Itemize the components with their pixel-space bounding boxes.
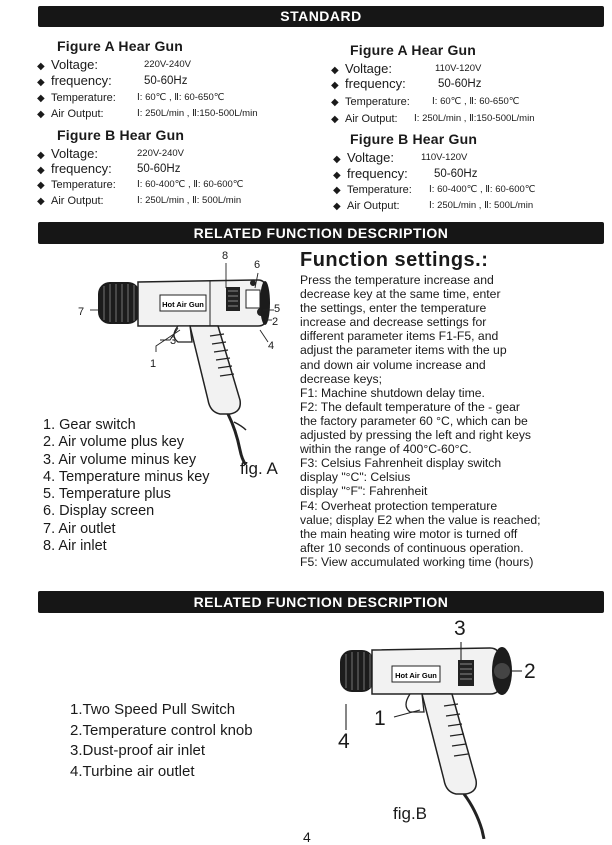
bullet-icon: ◆ bbox=[37, 109, 45, 120]
spec-left-figB-title: Figure B Hear Gun bbox=[57, 127, 185, 143]
spec-right-figB-temperature: ◆Temperature: Ⅰ: 60-400℃ , Ⅱ: 60-600℃ bbox=[333, 184, 536, 196]
spec-right-figA-temperature: ◆Temperature: Ⅰ: 60℃ , Ⅱ: 60-650℃ bbox=[331, 96, 520, 108]
spec-right-figA-air: ◆Air Output: Ⅰ: 250L/min , Ⅱ:150-500L/mi… bbox=[331, 113, 535, 125]
function-settings-text: Press the temperature increase and decre… bbox=[300, 273, 600, 569]
text-line: decrease key at the same time, enter bbox=[300, 287, 501, 302]
list-item: 4. Temperature minus key bbox=[43, 468, 210, 485]
text-line: F2: The default temperature of the - gea… bbox=[300, 399, 520, 414]
spec-right-figA-frequency: ◆frequency: 50-60Hz bbox=[331, 76, 482, 92]
spec-left-figB-air: ◆Air Output: Ⅰ: 250L/min , Ⅱ: 500L/min bbox=[37, 195, 242, 207]
spec-left-figA-temperature: ◆Temperature: Ⅰ: 60℃ , Ⅱ: 60-650℃ bbox=[37, 92, 225, 104]
function-description-header-1: RELATED FUNCTION DESCRIPTION bbox=[38, 222, 604, 244]
list-item: 2.Temperature control knob bbox=[70, 721, 253, 739]
list-item: 5. Temperature plus bbox=[43, 486, 171, 503]
callout-a-6: 6 bbox=[254, 259, 261, 271]
spec-left-figB-voltage: ◆Voltage: 220V-240V bbox=[37, 146, 185, 162]
spec-left-figA-frequency: ◆frequency: 50-60Hz bbox=[37, 73, 188, 89]
callout-a-2: 2 bbox=[272, 316, 279, 328]
spec-right-figB-voltage: ◆Voltage: 110V-120V bbox=[333, 150, 468, 166]
text-line: decrease keys; bbox=[300, 371, 382, 386]
bullet-icon: ◆ bbox=[333, 185, 341, 196]
text-line: the settings, enter the temperature bbox=[300, 301, 487, 316]
callout-b-2: 2 bbox=[524, 660, 536, 683]
spec-right-figA-title: Figure A Hear Gun bbox=[350, 42, 477, 58]
list-item: 6. Display screen bbox=[43, 503, 155, 520]
heat-gun-figure-a: Hot Air Gun bbox=[90, 263, 274, 465]
text-line: adjust the parameter items with the up bbox=[300, 343, 507, 358]
text-line: display "°C": Celsius bbox=[300, 470, 411, 485]
text-line: the main heating wire motor is turned of… bbox=[300, 526, 518, 541]
bullet-icon: ◆ bbox=[37, 180, 45, 191]
fig-b-parts-list: 1.Two Speed Pull Switch 2.Temperature co… bbox=[70, 700, 253, 782]
text-line: adjusted by pressing the left and right … bbox=[300, 428, 532, 443]
text-line: and down air volume increase and bbox=[300, 357, 486, 372]
bullet-icon: ◆ bbox=[331, 97, 339, 108]
text-line: F1: Machine shutdown delay time. bbox=[300, 385, 485, 400]
bullet-icon: ◆ bbox=[37, 93, 45, 104]
callout-a-4: 4 bbox=[268, 340, 275, 352]
bullet-icon: ◆ bbox=[37, 61, 45, 72]
spec-right-figA-voltage: ◆Voltage: 110V-120V bbox=[331, 61, 482, 77]
bullet-icon: ◆ bbox=[331, 80, 339, 91]
text-line: Press the temperature increase and bbox=[300, 273, 494, 287]
callout-a-1: 1 bbox=[150, 358, 157, 370]
text-line: the factory parameter 60 °C, which can b… bbox=[300, 413, 528, 428]
list-item: 1.Two Speed Pull Switch bbox=[70, 701, 236, 718]
bullet-icon: ◆ bbox=[333, 170, 341, 181]
fig-a-label: fig. A bbox=[240, 459, 278, 478]
callout-b-3: 3 bbox=[454, 617, 466, 640]
list-item: 2. Air volume plus key bbox=[43, 434, 185, 451]
spec-left-figB-frequency: ◆frequency: 50-60Hz bbox=[37, 161, 181, 177]
callout-b-4: 4 bbox=[338, 730, 350, 753]
text-line: increase and decrease settings for bbox=[300, 315, 487, 330]
gun-label-a: Hot Air Gun bbox=[162, 300, 204, 309]
bullet-icon: ◆ bbox=[37, 196, 45, 207]
callout-a-8: 8 bbox=[222, 250, 229, 262]
list-item: 3. Air volume minus key bbox=[43, 451, 197, 468]
bullet-icon: ◆ bbox=[37, 165, 45, 176]
text-line: within the range of 400°C-60°C. bbox=[300, 442, 472, 457]
fig-a-parts-list: 1. Gear switch 2. Air volume plus key 3.… bbox=[43, 417, 210, 555]
text-line: F3: Celsius Fahrenheit display switch bbox=[300, 456, 502, 471]
callout-a-3: 3 bbox=[170, 335, 177, 347]
bullet-icon: ◆ bbox=[331, 65, 339, 76]
spec-left-figA-air: ◆Air Output: Ⅰ: 250L/min , Ⅱ:150-500L/mi… bbox=[37, 108, 258, 120]
bullet-icon: ◆ bbox=[333, 154, 341, 165]
spec-left-figA-voltage: ◆Voltage: 220V-240V bbox=[37, 57, 192, 73]
spec-right-figB-title: Figure B Hear Gun bbox=[350, 131, 478, 147]
dust-proof-air-inlet bbox=[340, 650, 374, 692]
text-line: display "°F": Fahrenheit bbox=[300, 484, 428, 499]
function-description-header-2: RELATED FUNCTION DESCRIPTION bbox=[38, 591, 604, 613]
callout-a-5: 5 bbox=[274, 303, 281, 315]
function-settings-title: Function settings.: bbox=[300, 249, 489, 271]
callout-a-7: 7 bbox=[78, 306, 85, 318]
spec-left-figB-temperature: ◆Temperature: Ⅰ: 60-400℃ , Ⅱ: 60-600℃ bbox=[37, 179, 244, 191]
text-line: different parameter items F1-F5, and bbox=[300, 329, 499, 344]
spec-right-figB-frequency: ◆frequency: 50-60Hz bbox=[333, 166, 478, 182]
list-item: 3.Dust-proof air inlet bbox=[70, 742, 206, 759]
spec-left-figA-title: Figure A Hear Gun bbox=[57, 38, 184, 54]
bullet-icon: ◆ bbox=[37, 77, 45, 88]
list-item: 7. Air outlet bbox=[43, 520, 116, 537]
callout-b-1: 1 bbox=[374, 707, 386, 730]
air-inlet-grille bbox=[98, 282, 140, 324]
bullet-icon: ◆ bbox=[333, 201, 341, 212]
fig-b-label: fig.B bbox=[393, 804, 428, 823]
page-number: 4 bbox=[303, 829, 311, 845]
list-item: 8. Air inlet bbox=[43, 538, 107, 555]
text-line: F5: View accumulated working time (hours… bbox=[300, 554, 534, 569]
gun-label-b: Hot Air Gun bbox=[395, 671, 437, 680]
standard-header: STANDARD bbox=[38, 6, 604, 27]
spec-right-figB-air: ◆Air Output: Ⅰ: 250L/min , Ⅱ: 500L/min bbox=[333, 200, 534, 212]
bullet-icon: ◆ bbox=[37, 150, 45, 161]
bullet-icon: ◆ bbox=[331, 114, 339, 125]
list-item: 1. Gear switch bbox=[43, 417, 136, 433]
heat-gun-figure-b: Hot Air Gun bbox=[340, 642, 522, 839]
text-line: value; display E2 when the value is reac… bbox=[300, 512, 541, 527]
list-item: 4.Turbine air outlet bbox=[70, 762, 195, 780]
text-line: after 10 seconds of continuous operation… bbox=[300, 540, 524, 555]
text-line: F4: Overheat protection temperature bbox=[300, 498, 498, 513]
